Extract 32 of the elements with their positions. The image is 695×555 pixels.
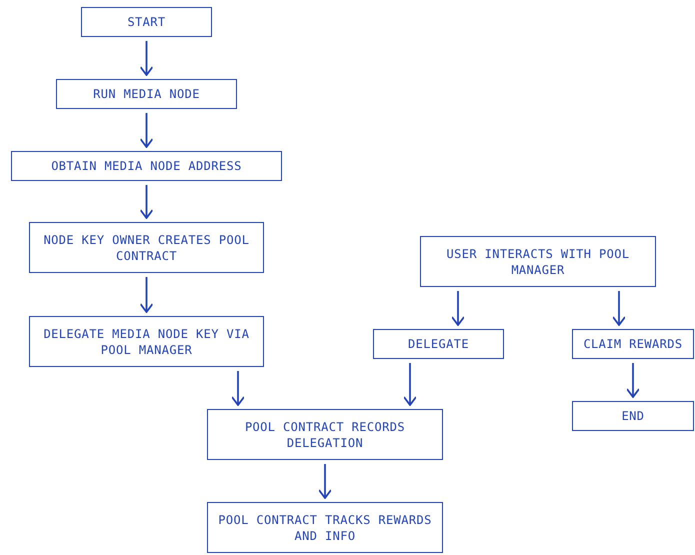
step-label: START: [127, 14, 166, 30]
step-label: NODE KEY OWNER CREATES POOL CONTRACT: [42, 232, 250, 264]
step-label: POOL CONTRACT RECORDS DELEGATION: [244, 418, 406, 450]
step-label: CLAIM REWARDS: [583, 336, 683, 352]
process-box: [56, 79, 237, 109]
process-box: [207, 409, 443, 460]
arrow: [140, 185, 154, 219]
step-label: OBTAIN MEDIA NODE ADDRESS: [51, 158, 242, 174]
process-box: [572, 329, 694, 359]
arrow: [140, 277, 154, 313]
process-box: [29, 222, 264, 273]
step-label: RUN MEDIA NODE: [93, 86, 200, 102]
step-label: DELEGATE: [408, 336, 469, 352]
arrow: [451, 291, 465, 326]
process-box: [11, 151, 282, 181]
arrow: [626, 363, 640, 398]
process-box: [29, 316, 264, 367]
step-label: DELEGATE MEDIA NODE KEY VIA POOL MANAGER: [42, 326, 250, 358]
step-label: USER INTERACTS WITH POOL MANAGER: [446, 246, 630, 278]
arrow: [140, 113, 154, 148]
step-label: POOL CONTRACT TRACKS REWARDS AND INFO: [217, 512, 433, 544]
arrow: [318, 464, 332, 499]
arrow: [612, 291, 626, 326]
process-box: [81, 7, 212, 37]
process-box: [373, 329, 504, 359]
arrow: [140, 41, 154, 76]
process-box: [207, 502, 443, 553]
process-box: [420, 236, 656, 287]
process-box: [572, 401, 694, 431]
arrow: [231, 371, 245, 406]
arrow: [403, 363, 417, 406]
step-label: END: [622, 408, 644, 424]
